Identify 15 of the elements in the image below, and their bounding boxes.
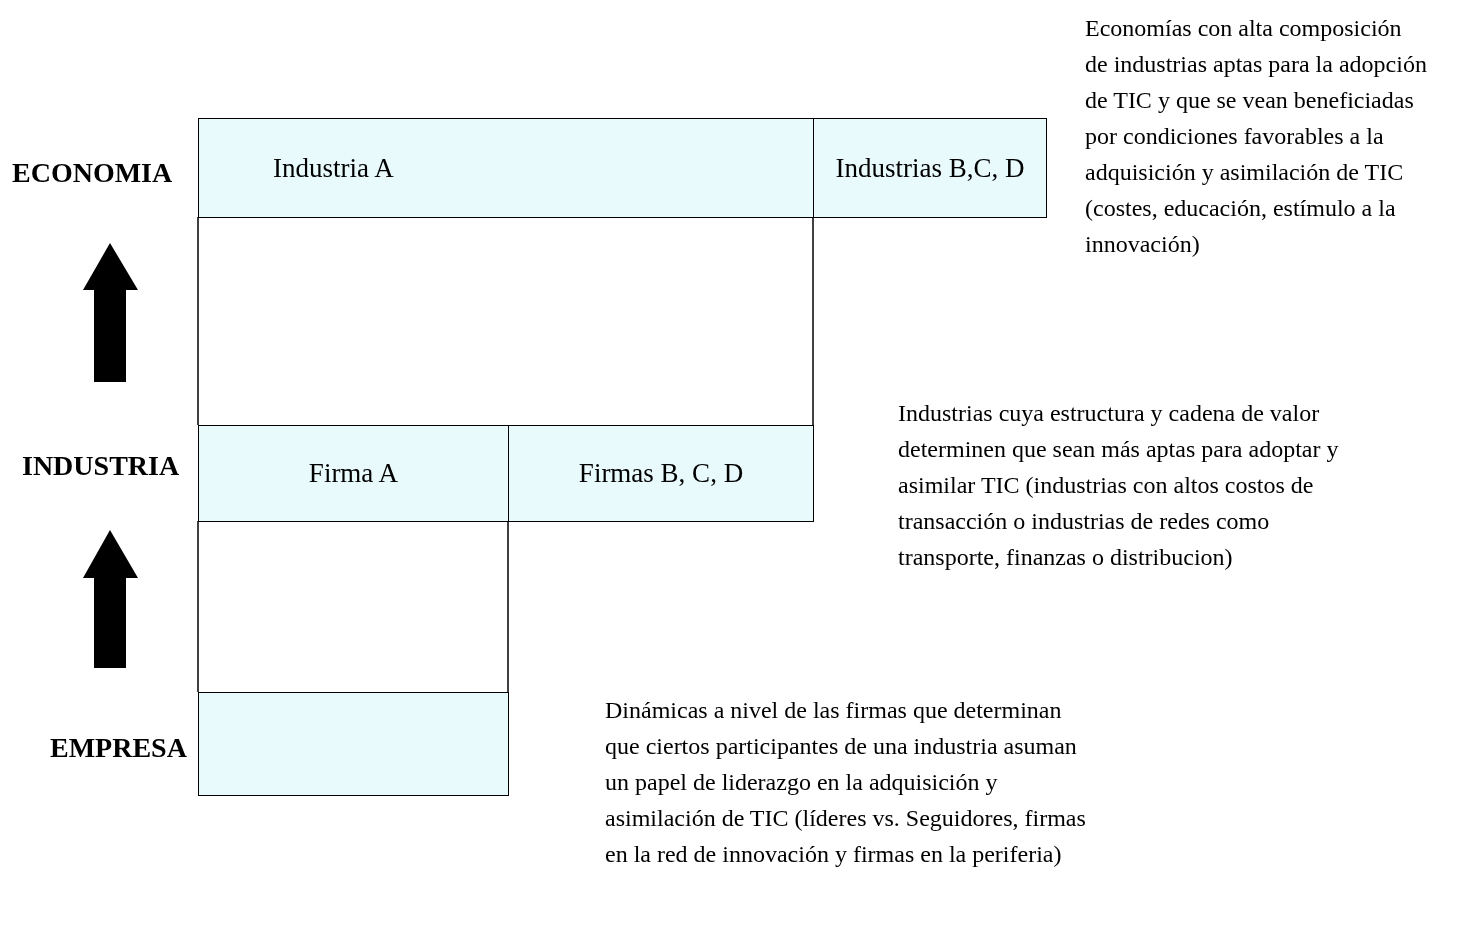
empty-box	[198, 692, 509, 796]
level-label: EMPRESA	[50, 732, 187, 764]
level-box	[813, 118, 1047, 218]
description-text: Economías con alta composición de industrias aptas para la adopción de TIC y que se vean beneficiadas por condiciones favorables a la adquisición y asimilación de TIC (costes, educación, estímulo a la innovación)	[1085, 14, 1428, 259]
description-text: Industrias cuya estructura y cadena de valor determinen que sean más aptas para adoptar y asimilar TIC (industrias con altos costos de transacción o industrias de redes como transporte, finanzas o distribucion)	[898, 399, 1340, 572]
level-box	[198, 425, 509, 522]
level-box	[508, 425, 814, 522]
level-label: INDUSTRIA	[22, 450, 180, 482]
level-label: ECONOMIA	[12, 157, 173, 189]
description-text: Dinámicas a nivel de las firmas que determinan que ciertos participantes de una industria asuman un papel de liderazgo en la adquisición y asimilación de TIC (líderes vs. Seguidores, firmas en la red de innovación y firmas en la periferia)	[605, 696, 1087, 869]
box-label: Firma A	[308, 458, 399, 489]
level-box	[198, 118, 814, 218]
box-label: Industria A	[273, 152, 394, 184]
box-label: Industrias B,C, D	[835, 152, 1025, 184]
box-label: Firmas B, C, D	[578, 458, 744, 489]
